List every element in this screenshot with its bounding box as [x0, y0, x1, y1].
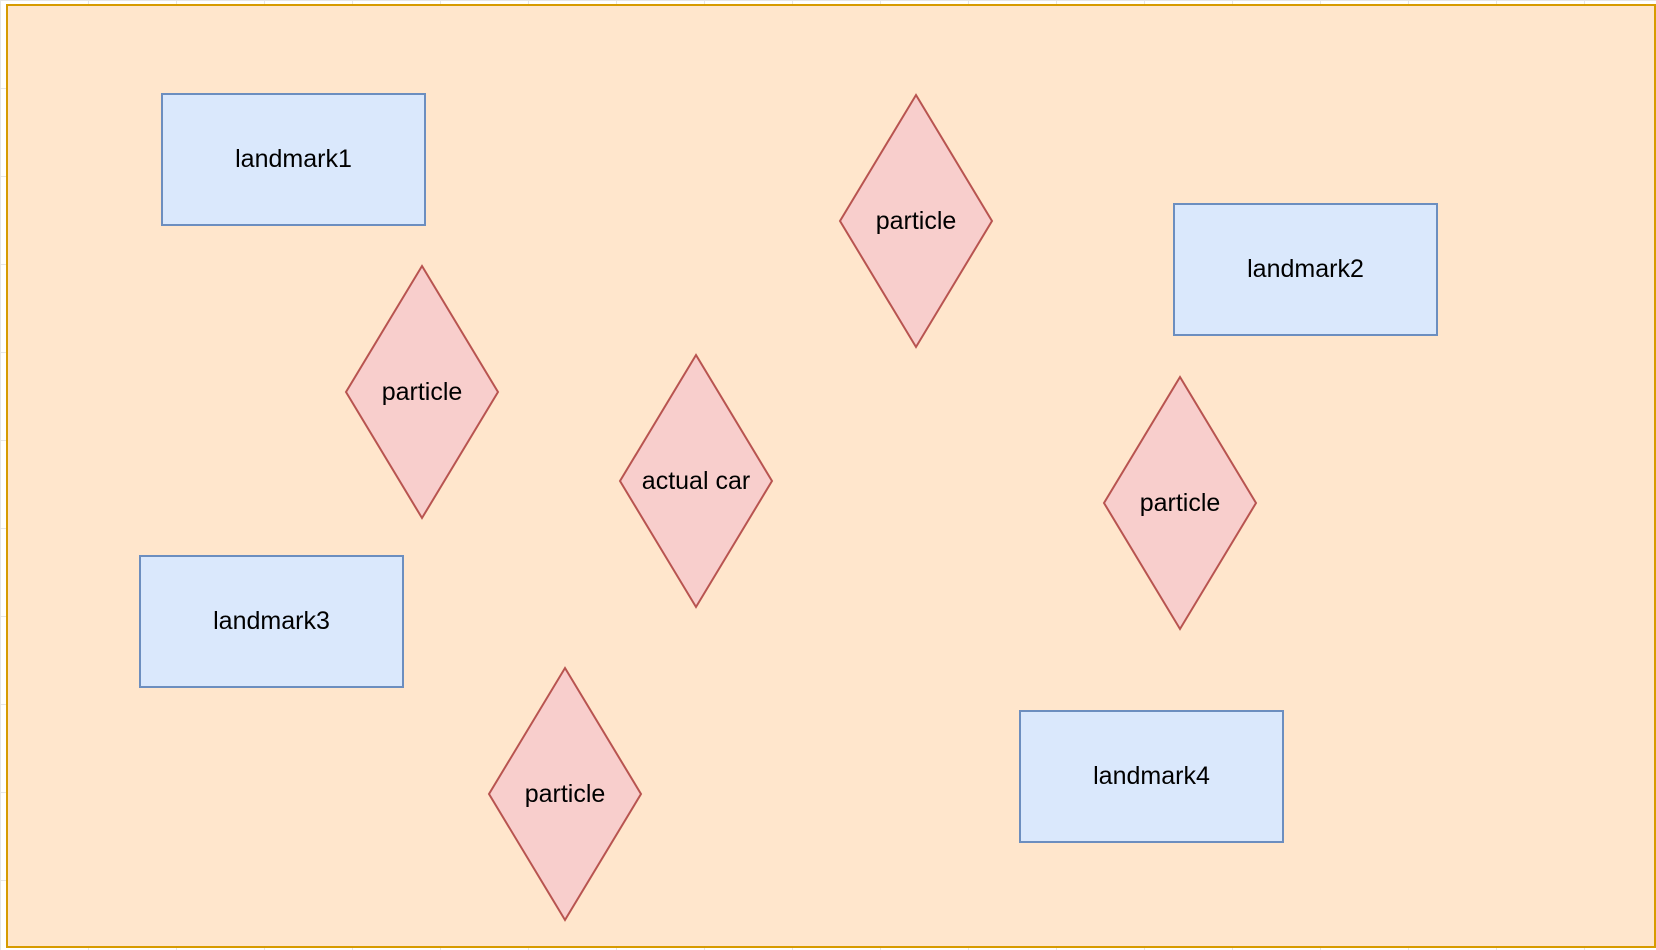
landmark-2-label: landmark2: [1247, 255, 1364, 283]
landmark-3-label: landmark3: [213, 607, 330, 635]
particle-diamond-1-label: particle: [381, 377, 463, 406]
particle-diamond-3-shape: [1102, 375, 1258, 631]
particle-diamond-3[interactable]: particle: [1102, 375, 1258, 631]
actual-car-diamond[interactable]: actual car: [618, 353, 774, 609]
actual-car-diamond-label: actual car: [641, 466, 751, 495]
particle-diamond-2-label: particle: [875, 206, 957, 235]
landmark-1-box[interactable]: landmark1: [161, 93, 426, 226]
actual-car-diamond-shape: [618, 353, 774, 609]
landmark-4-label: landmark4: [1093, 762, 1210, 790]
particle-diamond-4-label: particle: [524, 779, 606, 808]
particle-diamond-4[interactable]: particle: [487, 666, 643, 922]
particle-diamond-2-shape: [838, 93, 994, 349]
particle-diamond-2[interactable]: particle: [838, 93, 994, 349]
diagram-frame[interactable]: landmark1 landmark2 landmark3 landmark4 …: [6, 4, 1656, 948]
landmark-4-box[interactable]: landmark4: [1019, 710, 1284, 843]
particle-diamond-3-label: particle: [1139, 488, 1221, 517]
particle-diamond-4-shape: [487, 666, 643, 922]
particle-diamond-1[interactable]: particle: [344, 264, 500, 520]
landmark-1-label: landmark1: [235, 145, 352, 173]
particle-diamond-1-shape: [344, 264, 500, 520]
landmark-2-box[interactable]: landmark2: [1173, 203, 1438, 336]
landmark-3-box[interactable]: landmark3: [139, 555, 404, 688]
